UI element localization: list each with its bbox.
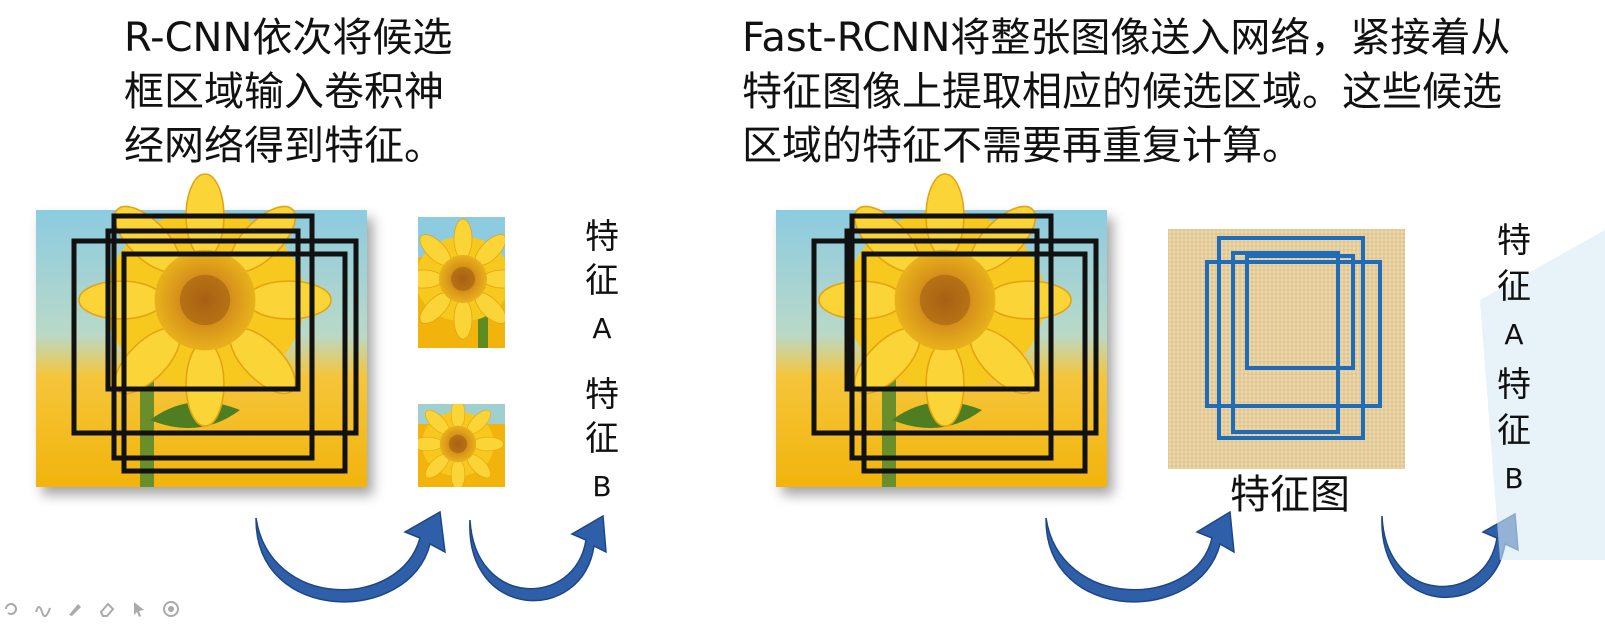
rcnn-description-line-3: 经网络得到特征。 xyxy=(124,123,444,169)
feature-region-2 xyxy=(1231,251,1340,434)
proposal-box-1 xyxy=(849,213,1054,461)
feature-map-label: 特征图 xyxy=(1230,472,1350,518)
feature-map-regions xyxy=(1205,236,1382,440)
arrow-crops-to-features xyxy=(469,514,607,602)
undo-icon[interactable] xyxy=(0,598,22,620)
rcnn-feature-a-char-3: A xyxy=(592,312,612,345)
feature-map xyxy=(1168,229,1405,469)
proposal-box-3 xyxy=(811,238,1099,436)
rcnn-crop-a xyxy=(418,217,505,348)
fast-rcnn-feature-a-char-3: A xyxy=(1504,318,1524,351)
arrow-image-to-feature-map xyxy=(1045,510,1235,603)
feature-region-4 xyxy=(1245,254,1355,370)
presentation-toolbar xyxy=(0,596,182,622)
rcnn-description: R-CNN依次将候选 框区域输入卷积神 经网络得到特征。 xyxy=(124,11,452,173)
rcnn-crop-b xyxy=(418,404,505,487)
pointer-icon[interactable] xyxy=(128,598,150,620)
proposal-box-2 xyxy=(844,228,1040,392)
rcnn-feature-b-char-2: 征 xyxy=(585,419,619,459)
fast-rcnn-proposal-boxes xyxy=(811,213,1099,474)
rcnn-description-line-2: 框区域输入卷积神 xyxy=(124,69,444,115)
proposal-box-2 xyxy=(105,228,301,392)
fast-rcnn-input-image xyxy=(776,173,1107,487)
proposal-box-4 xyxy=(861,251,1088,474)
rcnn-feature-b-char-3: B xyxy=(592,470,612,503)
rcnn-feature-a-char-1: 特 xyxy=(585,217,619,257)
fast-rcnn-description-line-2: 特征图像上提取相应的候选区域。这些候选 xyxy=(742,69,1502,115)
fast-rcnn-description-line-3: 区域的特征不需要再重复计算。 xyxy=(742,123,1302,169)
fast-rcnn-description-line-1: Fast-RCNN将整张图像送入网络，紧接着从 xyxy=(742,15,1511,61)
feature-region-1 xyxy=(1217,236,1365,440)
proposal-box-3 xyxy=(71,238,359,436)
rcnn-input-image xyxy=(36,174,367,487)
rcnn-proposal-boxes xyxy=(71,213,359,474)
fast-rcnn-feature-b-char-1: 特 xyxy=(1497,365,1531,405)
fast-rcnn-feature-a-char-2: 征 xyxy=(1497,267,1531,307)
target-icon[interactable] xyxy=(160,598,182,620)
proposal-box-4 xyxy=(121,251,348,474)
rcnn-description-line-1: R-CNN依次将候选 xyxy=(124,15,453,61)
feature-region-3 xyxy=(1205,260,1382,408)
rcnn-feature-a-char-2: 征 xyxy=(585,261,619,301)
fast-rcnn-arrows xyxy=(1045,510,1519,603)
fast-rcnn-feature-b-char-2: 征 xyxy=(1497,411,1531,451)
arrow-image-to-crops xyxy=(255,510,446,603)
rcnn-feature-b-char-1: 特 xyxy=(585,375,619,415)
proposal-box-1 xyxy=(111,213,315,461)
fast-rcnn-feature-a-char-1: 特 xyxy=(1497,221,1531,261)
eraser-icon[interactable] xyxy=(96,598,118,620)
pen-squiggle-icon[interactable] xyxy=(32,598,54,620)
background-shape xyxy=(1480,230,1605,560)
fast-rcnn-feature-b-char-3: B xyxy=(1504,462,1524,495)
rcnn-arrows xyxy=(255,510,607,603)
marker-icon[interactable] xyxy=(64,598,86,620)
fast-rcnn-description: Fast-RCNN将整张图像送入网络，紧接着从 特征图像上提取相应的候选区域。这… xyxy=(742,11,1510,173)
